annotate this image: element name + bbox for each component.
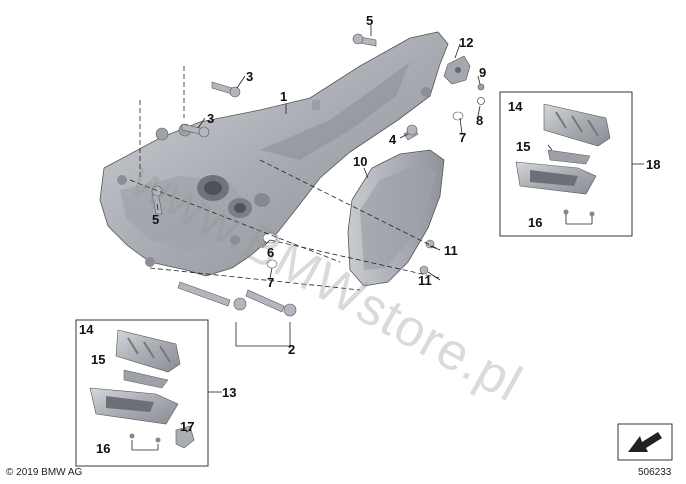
label-3-top: 3 <box>246 69 254 84</box>
label-13: 13 <box>222 385 237 400</box>
label-18: 18 <box>646 157 661 172</box>
diagram-number: 506233 <box>638 467 672 478</box>
label-16-left: 16 <box>96 441 111 456</box>
copyright-text: © 2019 BMW AG <box>6 467 83 478</box>
label-15-right: 15 <box>516 139 531 154</box>
footrest-bracket-part <box>99 31 449 277</box>
label-4: 4 <box>389 132 397 147</box>
label-14-left: 14 <box>79 322 94 337</box>
label-12: 12 <box>459 35 474 50</box>
label-11-top: 11 <box>444 243 458 258</box>
label-8: 8 <box>476 113 484 128</box>
label-5-mid: 5 <box>152 212 160 227</box>
direction-arrow-icon <box>617 423 673 461</box>
label-3-mid: 3 <box>207 111 215 126</box>
label-15-left: 15 <box>91 352 106 367</box>
label-6: 6 <box>267 245 275 260</box>
label-16-right: 16 <box>528 215 543 230</box>
label-11-bottom: 11 <box>418 273 432 288</box>
footrest-kit-right-box <box>499 91 644 237</box>
dashed-leader-lines <box>129 66 441 291</box>
label-9: 9 <box>479 65 487 80</box>
screws <box>151 33 464 317</box>
label-7-top: 7 <box>459 130 467 145</box>
label-14-right: 14 <box>508 99 523 114</box>
label-5-top: 5 <box>366 13 374 28</box>
small-bracket-part <box>443 55 485 105</box>
label-7-mid: 7 <box>267 275 275 290</box>
label-10: 10 <box>353 154 368 169</box>
footrest-kit-left-box <box>75 319 222 467</box>
label-17: 17 <box>180 419 195 434</box>
leader-lines <box>156 25 481 347</box>
cover-plate-part <box>347 149 445 287</box>
label-1: 1 <box>280 89 288 104</box>
label-2: 2 <box>288 342 296 357</box>
